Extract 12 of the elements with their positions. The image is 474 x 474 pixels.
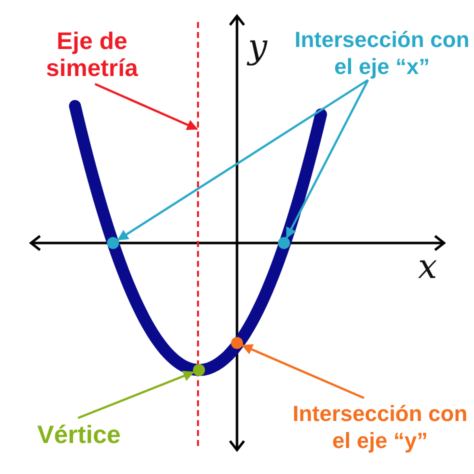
arrow — [78, 370, 194, 420]
axis-label: y — [248, 30, 268, 64]
callout-label: Vértice — [14, 420, 144, 450]
arrow — [94, 83, 198, 130]
callout-label: Intersección con el eje “y” — [288, 400, 472, 454]
arrow — [242, 344, 364, 399]
callout-label: Intersección con el eje “x” — [290, 26, 474, 80]
arrow — [286, 80, 369, 239]
point-marker — [231, 337, 243, 349]
arrow — [117, 79, 369, 241]
callout-label: Eje de simetría — [12, 28, 172, 82]
axis-label: x — [418, 250, 438, 284]
